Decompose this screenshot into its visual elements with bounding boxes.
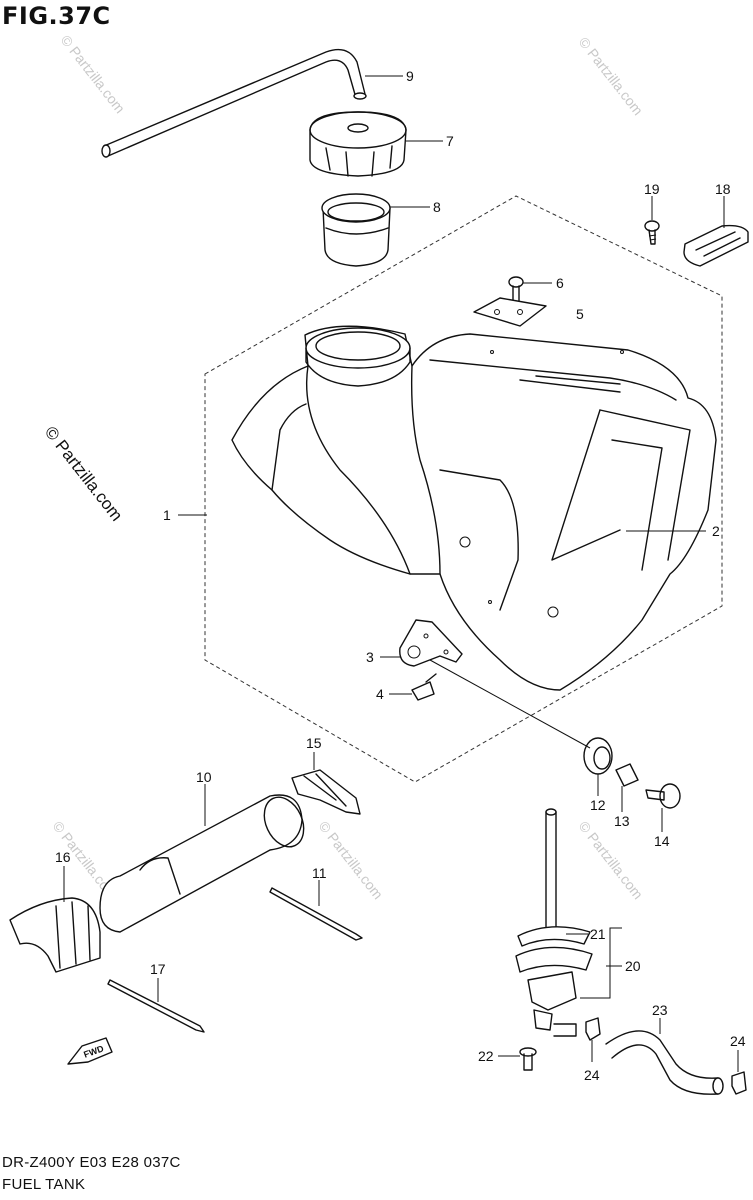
tank-band-hook <box>683 224 749 267</box>
figure-title: FIG.37C <box>2 2 111 30</box>
callout-5: 5 <box>576 306 584 322</box>
watermark-6: © Partzilla.com <box>316 818 387 902</box>
watermark-1: © Partzilla.com <box>58 32 129 116</box>
callout-4: 4 <box>376 686 384 702</box>
callout-22: 22 <box>478 1048 494 1064</box>
screw-19 <box>644 220 660 245</box>
callout-8: 8 <box>433 199 441 215</box>
watermark-2: © Partzilla.com <box>576 34 647 118</box>
callout-6: 6 <box>556 275 564 291</box>
heat-shield-10 <box>99 794 305 933</box>
callout-1: 1 <box>163 507 171 523</box>
bracket-3 <box>399 619 463 667</box>
callout-18: 18 <box>715 181 731 197</box>
watermark-7: © Partzilla.com <box>576 818 647 902</box>
band-11 <box>269 887 363 941</box>
clamp-24b <box>731 1071 747 1095</box>
callout-15: 15 <box>306 735 322 751</box>
callout-20: 20 <box>625 958 641 974</box>
callout-7: 7 <box>446 133 454 149</box>
fuel-cap <box>309 111 407 177</box>
bolt-6 <box>508 276 524 303</box>
callout-21: 21 <box>590 926 606 942</box>
tank-assembly-frame <box>204 195 723 783</box>
leader-lines <box>63 75 739 1072</box>
fuel-hose-23 <box>605 1030 724 1095</box>
callout-16: 16 <box>55 849 71 865</box>
spacer-13 <box>615 763 639 787</box>
callout-19: 19 <box>644 181 660 197</box>
callout-24-left: 24 <box>584 1067 600 1083</box>
bracket-5 <box>473 297 547 327</box>
fuel-tank <box>231 325 717 691</box>
cushion-16 <box>9 897 101 973</box>
section-name: FUEL TANK <box>2 1176 86 1193</box>
clamp-24a <box>585 1017 601 1041</box>
filler-neck-ring <box>321 193 391 267</box>
callout-14: 14 <box>654 833 670 849</box>
callout-24-right: 24 <box>730 1033 746 1049</box>
screw-22 <box>519 1047 537 1071</box>
cushion-15 <box>291 769 361 815</box>
callout-13: 13 <box>614 813 630 829</box>
bolt-14 <box>645 783 681 809</box>
callout-23: 23 <box>652 1002 668 1018</box>
callout-3: 3 <box>366 649 374 665</box>
callout-2: 2 <box>712 523 720 539</box>
screw-4 <box>411 673 437 701</box>
fuel-cock <box>515 808 593 1037</box>
callout-17: 17 <box>150 961 166 977</box>
callout-labels: 1 2 3 4 5 6 7 8 9 10 11 12 13 14 15 16 1… <box>55 68 746 1083</box>
watermark-left: © Partzilla.com <box>41 423 127 525</box>
callout-9: 9 <box>406 68 414 84</box>
callout-10: 10 <box>196 769 212 785</box>
forward-direction-arrow: FWD <box>67 1037 113 1065</box>
cushion-12 <box>583 737 613 775</box>
callout-12: 12 <box>590 797 606 813</box>
band-17 <box>107 979 205 1033</box>
model-code: DR-Z400Y E03 E28 037C <box>2 1154 181 1171</box>
callout-11: 11 <box>312 865 327 881</box>
breather-hose <box>101 48 367 158</box>
